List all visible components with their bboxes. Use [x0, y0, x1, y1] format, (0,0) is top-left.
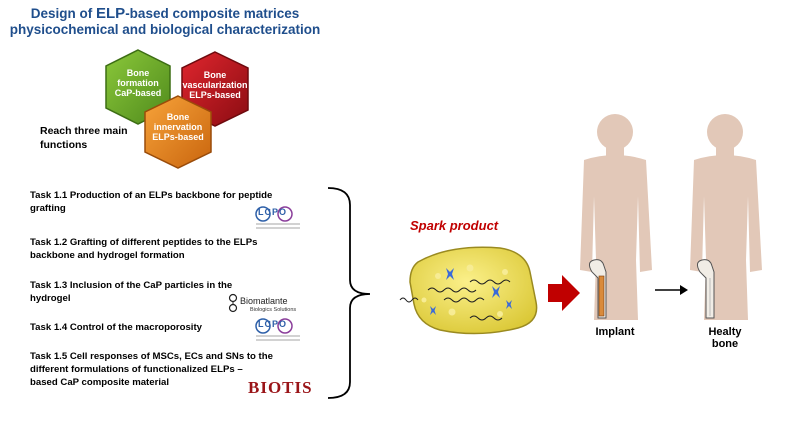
biomatlante-logo-text: Biomatlante [240, 296, 288, 306]
hexagon-label-bone-innervation: Bone innervation ELPs-based [152, 112, 204, 142]
task-brace [327, 187, 371, 399]
biotis-logo: BIOTIS [248, 378, 313, 397]
reach-functions-text: Reach three main functions [40, 125, 128, 151]
lcpo-logo-2 [255, 318, 300, 341]
implant-label: Implant [595, 326, 635, 338]
lcpo-logo-1-text: LCPO [258, 207, 288, 217]
lcpo-logo-2-text: LCPO [258, 319, 288, 329]
human-silhouette-healty [690, 114, 762, 320]
hexagon-label-bone-vascularization: Bone vascularization ELPs-based [182, 70, 248, 100]
diagram-title: Design of ELP-based composite matrices p… [0, 6, 330, 38]
spark-product-scaffold [399, 246, 538, 335]
black-arrow-to-healty [655, 285, 688, 295]
healty-bone-label: Healty bone [708, 326, 742, 350]
task-1-5: Task 1.5 Cell responses of MSCs, ECs and… [30, 351, 273, 388]
task-1-2: Task 1.2 Grafting of different peptides … [30, 237, 258, 261]
lcpo-logo-1 [255, 206, 300, 229]
task-1-1: Task 1.1 Production of an ELPs backbone … [30, 190, 273, 214]
hexagon-bone-innervation [144, 95, 212, 169]
femur-implant [588, 259, 607, 319]
femur-healty [696, 259, 715, 319]
hexagon-bone-formation [105, 49, 171, 125]
title-line-2: physicochemical and biological character… [9, 22, 321, 37]
task-1-4: Task 1.4 Control of the macroporosity [30, 322, 203, 333]
red-arrow-to-implant [548, 275, 580, 311]
biomatlante-logo-mark [228, 293, 238, 313]
spark-product-label: Spark product [410, 218, 499, 233]
task-1-3: Task 1.3 Inclusion of the CaP particles … [30, 280, 233, 304]
title-line-1: Design of ELP-based composite matrices [30, 5, 300, 22]
hexagon-label-bone-formation: Bone formation CaP-based [114, 68, 162, 98]
human-silhouette-implant [580, 114, 652, 320]
biomatlante-logo-subtext: Biologics Solutions [250, 307, 297, 313]
